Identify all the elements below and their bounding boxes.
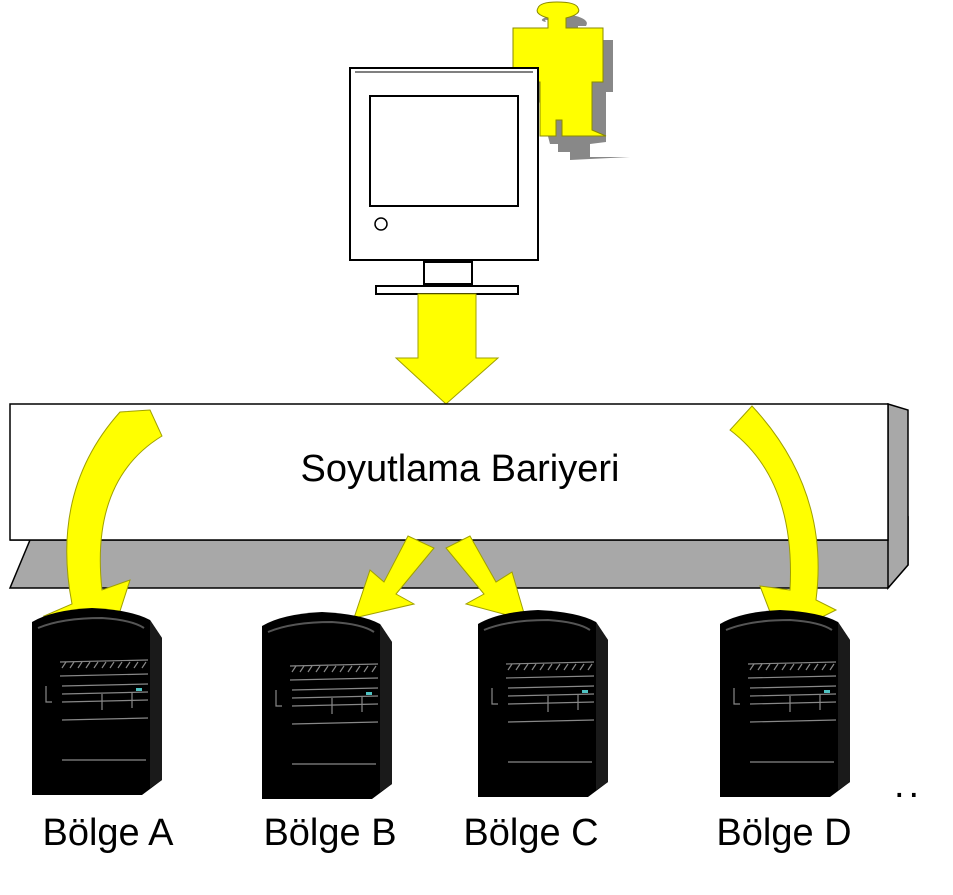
- server-icon: [31, 607, 163, 796]
- monitor-icon: [349, 67, 539, 295]
- arrow-to-region-c: [445, 535, 527, 621]
- region-label-d: Bölge D: [716, 812, 852, 854]
- ellipsis: ..: [894, 764, 924, 806]
- region-label-a: Bölge A: [42, 812, 174, 854]
- region-label-b: Bölge B: [263, 812, 397, 854]
- barrier-label: Soyutlama Bariyeri: [300, 448, 620, 490]
- server-icon: [477, 609, 609, 798]
- region-label-c: Bölge C: [463, 812, 599, 854]
- arrow-down-monitor: [394, 293, 500, 405]
- person-icon: [512, 1, 630, 160]
- arrow-to-region-b: [353, 535, 435, 619]
- server-icon: [719, 609, 851, 798]
- server-icon: [261, 611, 393, 800]
